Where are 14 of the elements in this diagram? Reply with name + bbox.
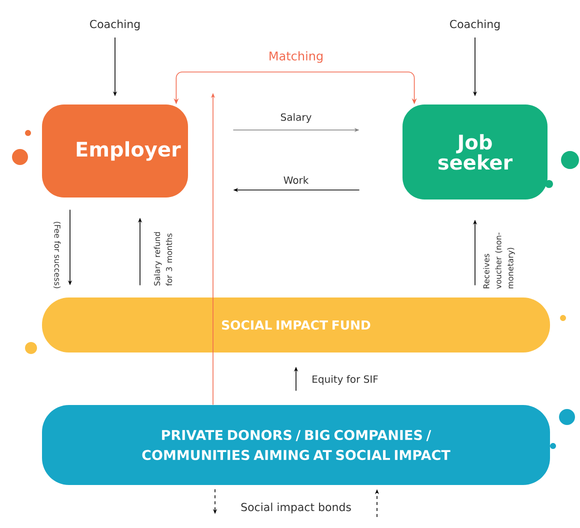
rounded-box: Job seeker (402, 104, 548, 200)
caption-text: Coaching (450, 20, 500, 30)
edge-label: (Fee for success) (53, 222, 61, 288)
rounded-band: SOCIAL IMPACT FUND (42, 298, 550, 352)
edge-label: Salary refund for 3 months (154, 232, 172, 286)
edge-label: Salary (280, 113, 312, 123)
edge-label: Receives voucher (non-monetary) (483, 232, 515, 289)
edge-label: Equity for SIF (312, 375, 378, 385)
rounded-box: Employer (42, 104, 188, 198)
edge-label: Matching (270, 51, 322, 63)
bond-label: Social impact bonds (241, 502, 351, 514)
edge-label: Work (284, 176, 309, 184)
rounded-band: PRIVATE DONORS / BIG COMPANIES / COMMUNITIES AIMING AT SOCIAL IMPACT (42, 405, 550, 485)
caption-text: Coaching (90, 20, 140, 30)
